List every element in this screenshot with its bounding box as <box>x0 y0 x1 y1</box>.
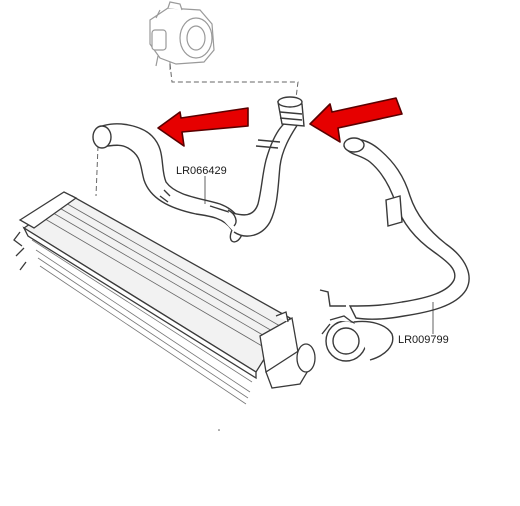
upper-intercooler-hose <box>92 96 305 243</box>
speck <box>218 429 220 431</box>
red-arrow-left <box>157 107 249 147</box>
lower-intercooler-hose <box>319 137 470 362</box>
throttle-body <box>149 1 215 70</box>
leader-lines <box>95 63 299 197</box>
red-arrow-right <box>309 97 403 143</box>
part-label-upper-hose: LR066429 <box>176 165 227 177</box>
part-label-lower-hose: LR009799 <box>398 334 449 346</box>
intercooler <box>13 191 316 405</box>
